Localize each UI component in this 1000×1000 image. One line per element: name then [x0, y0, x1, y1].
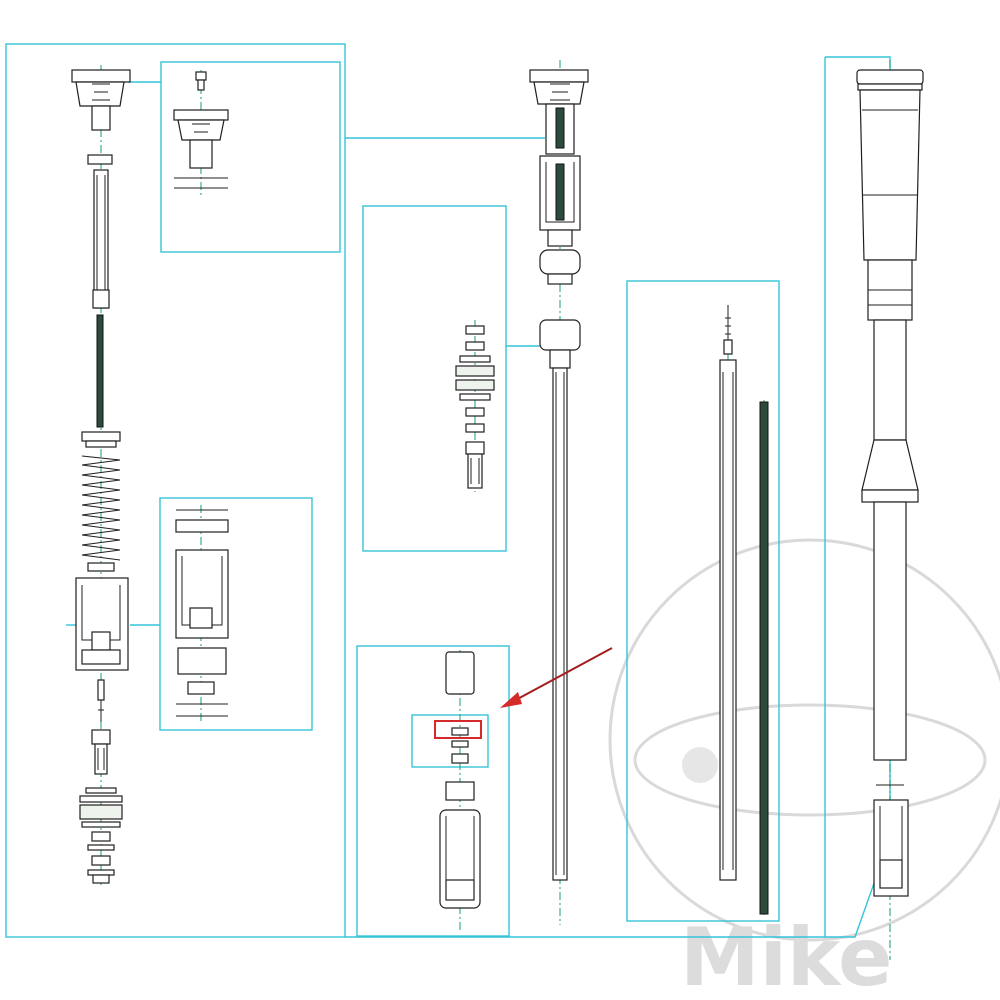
highlighted-part-box	[434, 720, 482, 739]
spring-seat	[81, 431, 121, 442]
left-assembly-frame	[5, 43, 346, 938]
top-cap-detail-frame	[160, 61, 341, 253]
connector-bottom	[345, 871, 879, 938]
top-cap-detail	[173, 70, 229, 196]
valve-body-detail	[175, 505, 229, 722]
rod	[96, 314, 104, 428]
coil-spring	[81, 455, 121, 561]
shim-stack	[79, 787, 123, 884]
seal-ring	[87, 154, 113, 165]
highlighted-part	[451, 727, 469, 736]
damper-tube	[92, 169, 110, 309]
watermark-text: Mike	[680, 911, 892, 1000]
arrow-pointer-icon	[500, 647, 613, 708]
top-cap	[71, 69, 131, 131]
rod-detail	[719, 305, 769, 915]
outer-tube	[856, 60, 924, 960]
foot-valve-detail-frame	[356, 645, 510, 937]
watermark-logo: Mike	[608, 538, 1000, 1000]
piston-detail-frame	[362, 205, 507, 552]
highlight-marker	[434, 647, 613, 739]
foot-valve-detail	[439, 650, 481, 930]
valve-body-detail-frame	[159, 497, 313, 731]
left-assembly	[71, 65, 131, 885]
lower-piston	[91, 729, 111, 775]
washer-detail-frame	[411, 714, 489, 768]
cartridge-assembly	[529, 60, 589, 925]
valve-body	[75, 577, 129, 671]
piston-detail	[455, 320, 495, 492]
frames	[5, 43, 891, 938]
rod-detail-frame	[626, 280, 780, 922]
